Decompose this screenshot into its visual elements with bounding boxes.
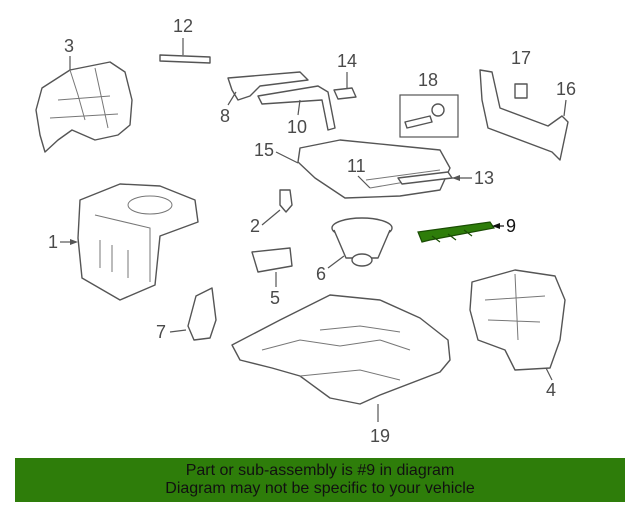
callout-12: 12 — [173, 16, 193, 36]
part-5-bracket — [251, 247, 293, 273]
callout-14: 14 — [337, 51, 357, 71]
callout-3: 3 — [64, 36, 74, 56]
part-1-spare-tub — [77, 183, 199, 301]
part-15-trunk-mat — [297, 139, 451, 199]
callout-6: 6 — [316, 264, 326, 284]
part-17-cover — [514, 83, 528, 99]
callout-19: 19 — [370, 426, 390, 446]
banner-line-2: Diagram may not be specific to your vehi… — [165, 480, 475, 497]
part-8-trim — [227, 71, 309, 101]
parts-diagram: 3 12 8 10 14 18 17 16 15 11 13 2 — [35, 16, 576, 446]
part-10-trim — [257, 85, 336, 131]
part-14-clip — [333, 87, 357, 100]
part-4-quarter-trim — [469, 269, 566, 371]
callout-13: 13 — [474, 168, 494, 188]
callout-16: 16 — [556, 79, 576, 99]
callout-10: 10 — [287, 117, 307, 137]
part-9-highlighted — [417, 221, 496, 243]
part-3-wheelhouse-trim — [35, 61, 133, 153]
part-18-fastener-kit — [399, 94, 459, 138]
callout-17: 17 — [511, 48, 531, 68]
part-7-bracket — [187, 287, 217, 341]
callout-15: 15 — [254, 140, 274, 160]
callout-5: 5 — [270, 288, 280, 308]
callout-9: 9 — [506, 216, 516, 236]
callout-18: 18 — [418, 70, 438, 90]
callout-4: 4 — [546, 380, 556, 400]
part-12-strip — [159, 54, 211, 64]
callout-8: 8 — [220, 106, 230, 126]
info-banner: Part or sub-assembly is #9 in diagram Di… — [15, 458, 625, 502]
callout-1: 1 — [48, 232, 58, 252]
part-19-floor-carpet — [231, 294, 451, 405]
callout-11: 11 — [347, 156, 366, 176]
part-6-speaker-bowl — [331, 217, 393, 267]
banner-line-1: Part or sub-assembly is #9 in diagram — [185, 462, 455, 479]
part-2-clip — [279, 189, 293, 213]
callout-2: 2 — [250, 216, 260, 236]
callout-7: 7 — [156, 322, 166, 342]
part-16-sill-panel — [479, 69, 569, 161]
